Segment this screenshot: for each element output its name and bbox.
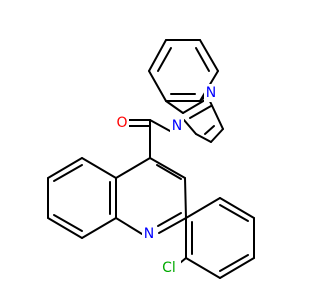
atom: Cl	[157, 259, 181, 277]
atom: N	[142, 225, 156, 243]
bond	[148, 39, 167, 72]
bond	[219, 197, 255, 219]
atom-background	[204, 84, 218, 102]
bond	[47, 217, 83, 239]
chemical-structure-diagram: O N N N Cl	[47, 39, 255, 279]
atom-background	[157, 259, 181, 277]
bond	[81, 217, 117, 239]
atom-label: N	[206, 85, 216, 101]
bond	[204, 125, 215, 135]
bond	[158, 217, 187, 234]
bond	[210, 128, 224, 143]
atom-background	[115, 114, 129, 132]
bond	[195, 47, 210, 72]
bond	[189, 105, 212, 119]
bond	[183, 119, 197, 135]
atom-background	[142, 225, 156, 243]
atom: O	[115, 114, 129, 132]
bond	[157, 47, 172, 72]
bond	[81, 157, 117, 179]
bond	[148, 70, 167, 102]
bond	[185, 197, 221, 219]
bond	[195, 133, 212, 143]
atom: N	[204, 84, 218, 102]
atom-label: N	[172, 118, 182, 134]
bond	[157, 212, 182, 227]
bond	[199, 39, 219, 72]
atom-label: N	[144, 226, 154, 242]
bonds	[47, 39, 255, 279]
bond	[165, 100, 184, 114]
atom-background	[170, 117, 184, 135]
bond	[219, 254, 249, 272]
bond	[184, 177, 187, 219]
bond	[185, 257, 221, 279]
atoms: O N N N Cl	[115, 84, 218, 277]
bond	[182, 99, 206, 114]
atom: N	[170, 117, 184, 135]
bond	[53, 164, 83, 182]
atom-label: O	[116, 115, 127, 131]
bond	[115, 217, 143, 235]
bond	[47, 157, 83, 179]
bond	[149, 157, 186, 179]
bond	[149, 119, 171, 132]
bond	[156, 164, 182, 180]
bond	[219, 204, 249, 222]
bond	[115, 157, 151, 179]
bond	[219, 257, 255, 279]
bond	[53, 214, 83, 232]
atom-label: Cl	[162, 260, 176, 276]
